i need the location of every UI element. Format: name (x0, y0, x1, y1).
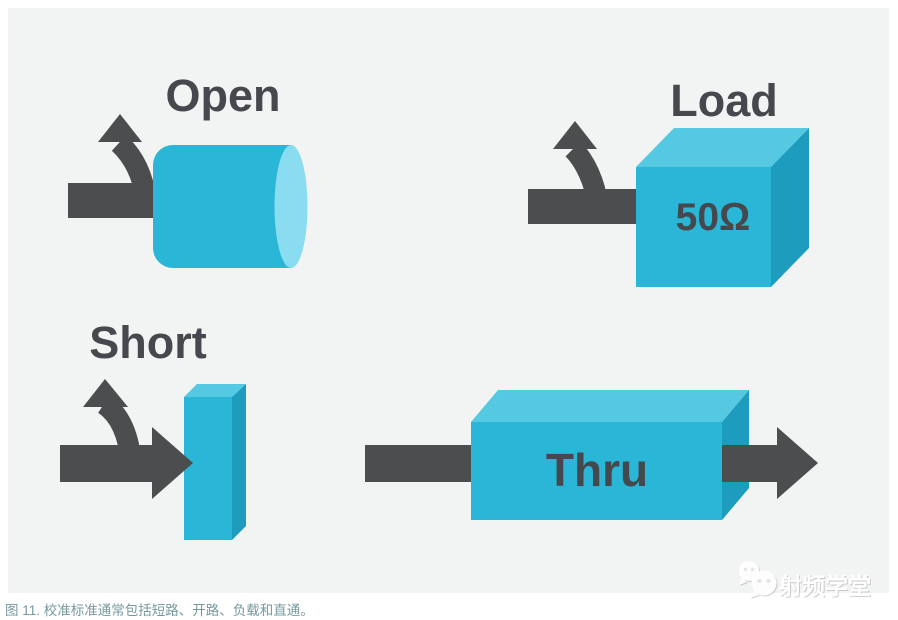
load-cube-top-face (636, 128, 809, 167)
figure-caption: 图 11. 校准标准通常包括短路、开路、负载和直通。 (5, 603, 314, 618)
short-label: Short (89, 317, 207, 368)
open-reflect-curve (111, 135, 157, 202)
open-standard-graphic (68, 114, 308, 268)
load-label: Load (670, 75, 778, 126)
thru-label: Thru (545, 444, 649, 496)
thru-output-arrowhead-icon (777, 427, 818, 499)
thru-standard-graphic (365, 390, 818, 520)
thru-output-bar (722, 445, 778, 482)
short-incident-arrowhead-icon (152, 427, 193, 499)
open-reflect-arrowhead-icon (98, 114, 142, 142)
short-reflect-curve (97, 395, 142, 462)
short-slab-right-face (232, 384, 246, 540)
short-standard-graphic (60, 379, 246, 540)
load-reflect-curve (565, 141, 609, 208)
open-label: Open (165, 70, 281, 121)
load-cube (636, 128, 809, 287)
thru-input-bar (365, 445, 472, 482)
watermark: 射频学堂 (735, 557, 885, 599)
load-standard-graphic (528, 121, 809, 287)
short-reflect-arrowhead-icon (83, 379, 128, 407)
thru-box (471, 390, 749, 520)
load-impedance-value: 50Ω (675, 196, 751, 239)
watermark-text: 射频学堂 (779, 573, 871, 599)
short-slab-top-face (184, 384, 246, 397)
load-reflect-arrowhead-icon (553, 121, 597, 149)
open-cylinder-end-face (274, 145, 308, 268)
load-feedline-bar (528, 189, 638, 224)
short-feedline-bar (60, 445, 155, 482)
load-cube-front-face (636, 167, 771, 287)
load-cube-right-face (771, 128, 809, 287)
wechat-bubbles-icon (739, 561, 777, 598)
thru-box-top-face (471, 390, 749, 422)
short-slab-front-face (184, 397, 232, 540)
open-cylinder (153, 145, 308, 268)
short-slab (184, 384, 246, 540)
thru-box-front-face (471, 422, 722, 520)
